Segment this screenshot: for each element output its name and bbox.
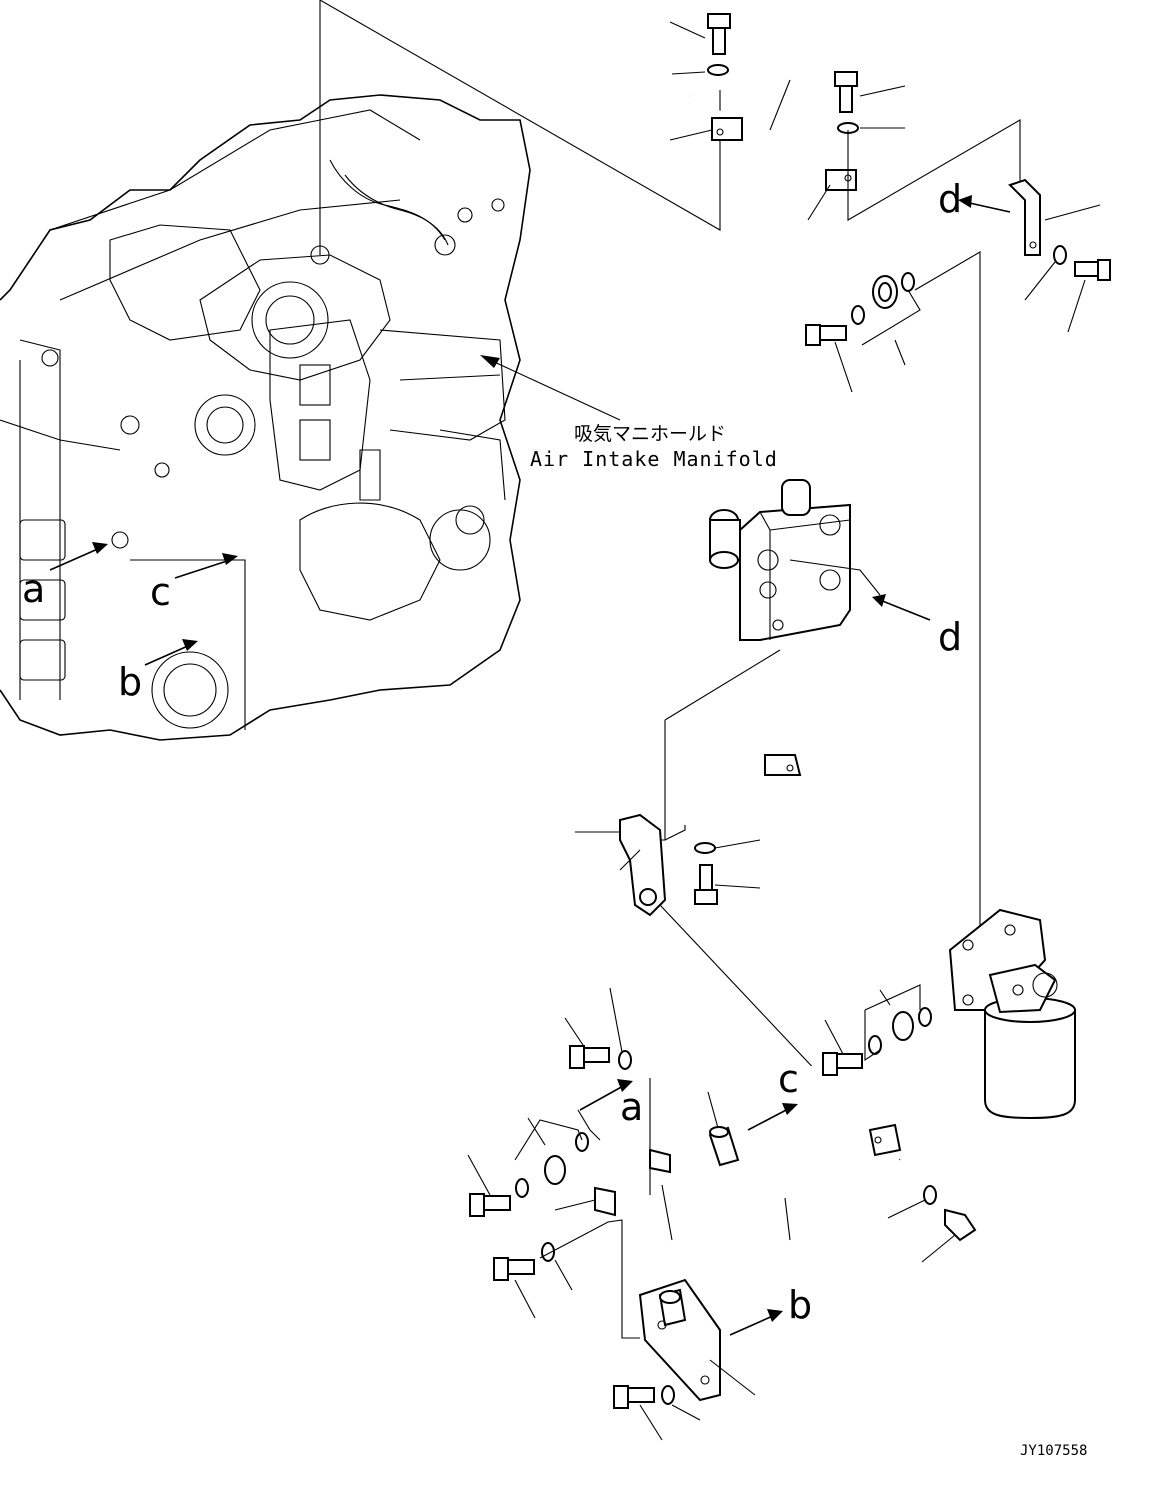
drawing-number: JY107558 bbox=[1020, 1443, 1087, 1459]
label-a-pipe: a bbox=[620, 1085, 643, 1129]
manifold-arrow-head bbox=[480, 355, 500, 368]
arrow-d-block-head bbox=[872, 594, 886, 607]
leader-upper-assembly bbox=[319, 0, 721, 231]
label-b-engine: b bbox=[118, 660, 142, 704]
arrow-b-engine bbox=[144, 644, 191, 666]
arrow-b-engine-head bbox=[182, 639, 198, 651]
arrow-a-engine-head bbox=[92, 542, 108, 554]
bolt-icon bbox=[493, 1257, 535, 1281]
washer-icon bbox=[1053, 245, 1067, 265]
label-c-engine: c bbox=[150, 570, 171, 614]
bolt-icon bbox=[613, 1385, 655, 1409]
bolt-icon bbox=[694, 864, 718, 905]
washer-icon bbox=[515, 1178, 529, 1198]
manifold-label-en: Air Intake Manifold bbox=[530, 447, 778, 471]
washer-icon bbox=[575, 1132, 589, 1152]
arrow-c-pipe-head bbox=[782, 1103, 798, 1115]
label-c-pipe: c bbox=[778, 1057, 799, 1101]
bolt-icon bbox=[469, 1193, 511, 1217]
manifold-arrow-line bbox=[489, 359, 621, 421]
label-d-block: d bbox=[938, 615, 962, 659]
lower-pipe-assembly: c a bbox=[467, 984, 977, 1441]
bolt-icon bbox=[569, 1045, 610, 1069]
bolt-icon bbox=[707, 13, 731, 55]
washer-icon bbox=[618, 1050, 632, 1070]
label-a-engine: a bbox=[22, 567, 45, 611]
manifold-label-jp: 吸気マニホールド bbox=[574, 423, 726, 445]
label-b-plate: b bbox=[788, 1283, 812, 1327]
bolt-icon bbox=[1074, 259, 1111, 281]
washer-icon bbox=[851, 305, 865, 325]
arrow-a-pipe-head bbox=[617, 1079, 633, 1092]
arrow-b-plate-head bbox=[767, 1309, 783, 1322]
valve-block: d bbox=[620, 479, 962, 841]
upper-pipe-assembly: d bbox=[669, 13, 1111, 940]
washer-icon bbox=[901, 272, 915, 292]
washer-icon bbox=[707, 64, 729, 76]
washer-icon bbox=[541, 1242, 555, 1262]
bolt-icon bbox=[822, 1052, 863, 1076]
arrow-c-engine bbox=[174, 559, 231, 579]
washer-icon bbox=[868, 1035, 882, 1055]
bolt-icon bbox=[834, 71, 858, 113]
bolt-icon bbox=[805, 324, 847, 346]
middle-bracket bbox=[575, 813, 901, 1161]
arrow-c-engine-head bbox=[222, 553, 238, 565]
washer-icon bbox=[923, 1185, 937, 1205]
washer-icon bbox=[661, 1385, 675, 1405]
washer-icon bbox=[694, 842, 716, 854]
engine-block bbox=[0, 94, 531, 741]
oil-filter bbox=[948, 908, 1076, 1120]
washer-icon bbox=[918, 1007, 932, 1027]
label-d-bracket: d bbox=[938, 177, 962, 221]
arrow-d-head bbox=[958, 195, 972, 208]
arrow-a-engine bbox=[49, 547, 101, 571]
